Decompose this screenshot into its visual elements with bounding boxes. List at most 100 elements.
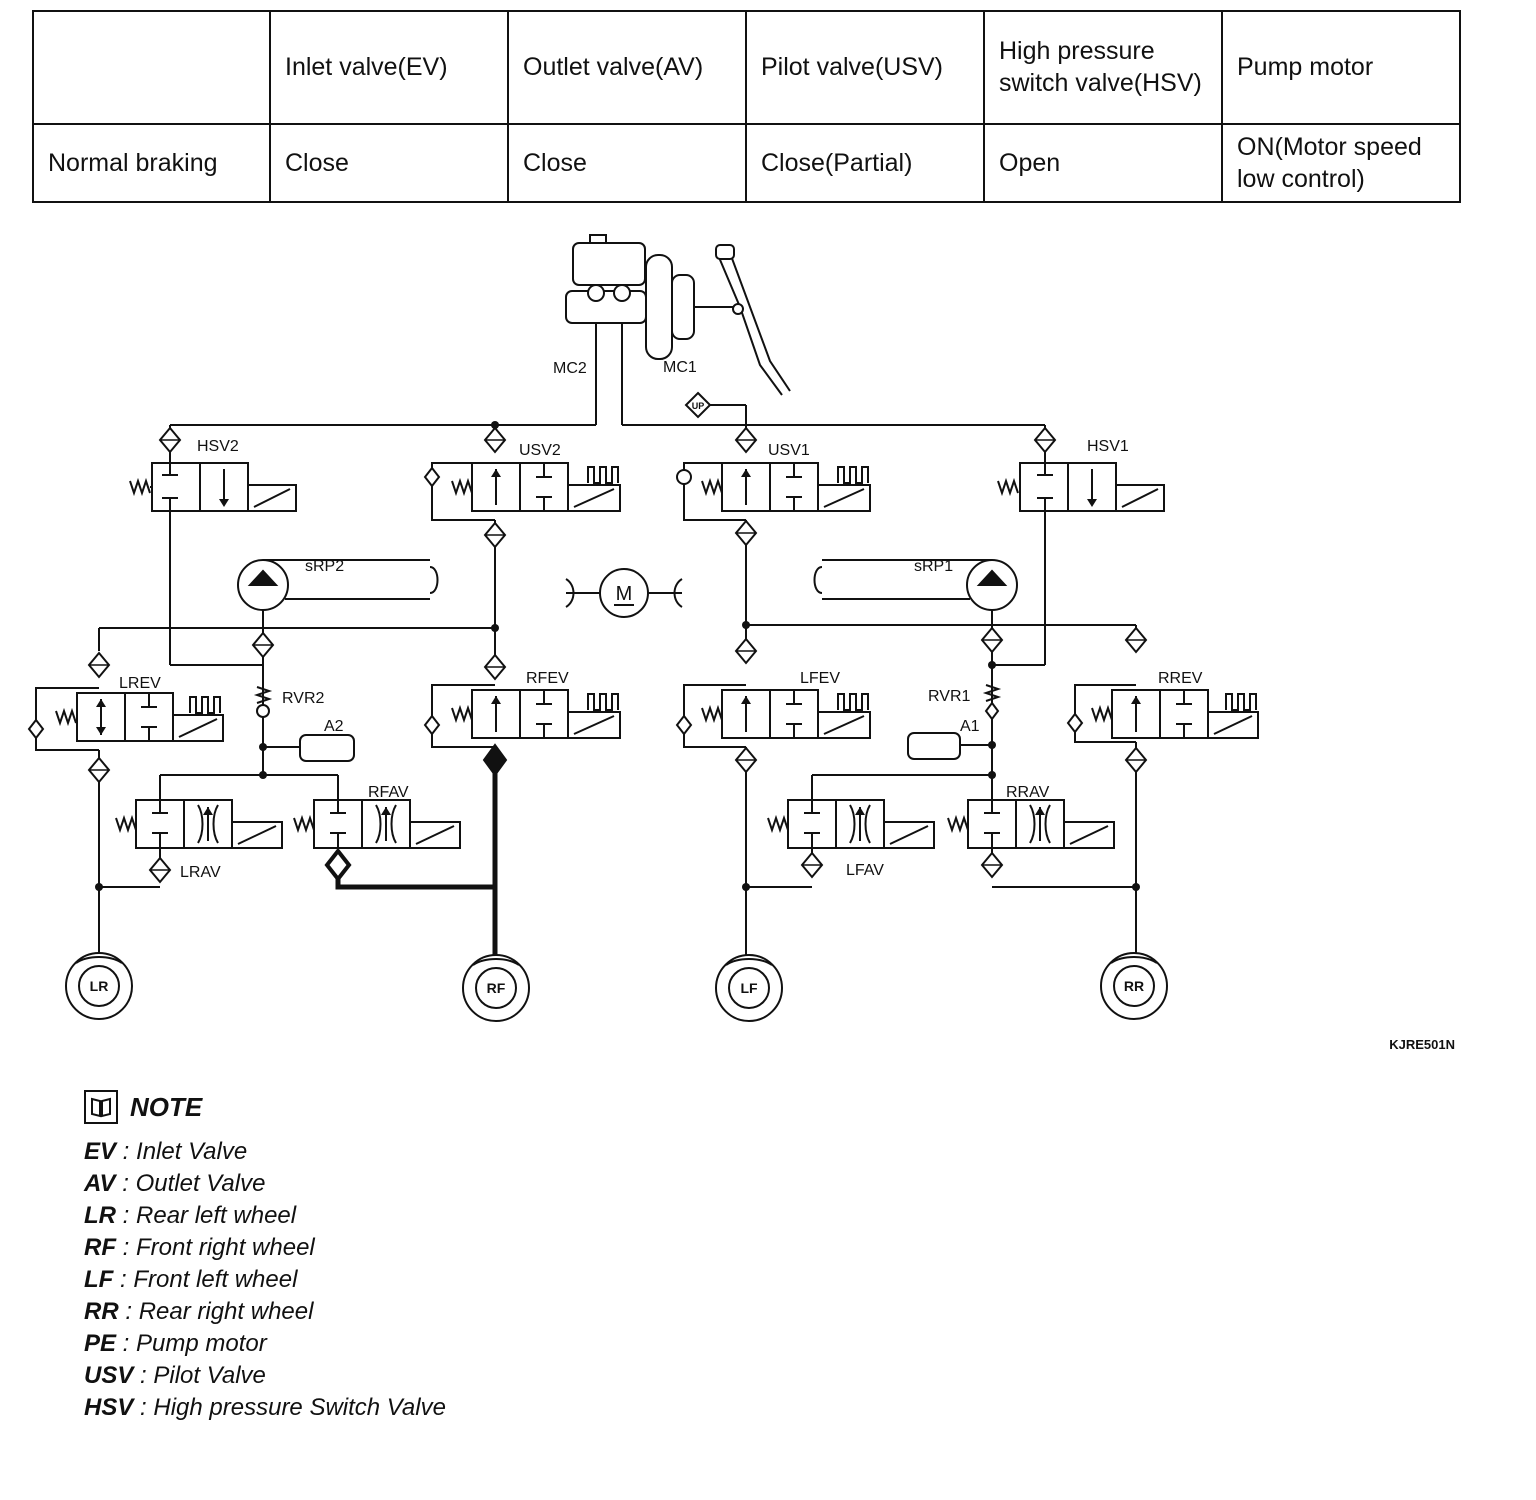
- label-hsv2: HSV2: [197, 438, 239, 455]
- note-separator: :: [133, 1394, 154, 1421]
- note-term: USV: [84, 1362, 134, 1389]
- relief-valve-rvr1: [907, 684, 1002, 760]
- note-desc: Inlet Valve: [136, 1138, 248, 1165]
- figure-code: KJRE501N: [1389, 1037, 1455, 1052]
- label-hsv1: HSV1: [1087, 438, 1129, 455]
- note-desc: High pressure Switch Valve: [153, 1394, 446, 1421]
- label-a1: A1: [960, 718, 980, 735]
- note-desc: Pilot Valve: [153, 1362, 266, 1389]
- pump-srp2: [237, 559, 439, 611]
- wheel-label-rf: RF: [487, 980, 506, 996]
- rf-outlet-check: [482, 743, 508, 777]
- label-usv1: USV1: [768, 442, 810, 459]
- distribution-lines: [98, 610, 1137, 775]
- cell-hsv-state: Open: [983, 122, 1223, 204]
- note-separator: :: [113, 1266, 134, 1293]
- brake-hydraulic-diagram: MC2 MC1 UP HSV2: [28, 234, 1455, 1052]
- label-rrev: RREV: [1158, 670, 1203, 687]
- lrav-valve: [115, 799, 283, 849]
- label-srp1: sRP1: [914, 558, 953, 575]
- rrev-valve: [1067, 684, 1259, 743]
- note-separator: :: [133, 1362, 154, 1389]
- label-mc2: MC2: [553, 360, 587, 377]
- wheel-label-lr: LR: [90, 978, 109, 994]
- wheel-rr: RR: [1100, 952, 1168, 1020]
- note-desc: Front right wheel: [136, 1234, 315, 1261]
- book-icon: [84, 1090, 118, 1124]
- cell-outlet-valve-state: Close: [507, 122, 747, 204]
- note-item: LR : Rear left wheel: [84, 1200, 446, 1232]
- table-header-row: Inlet valve(EV) Outlet valve(AV) Pilot v…: [32, 10, 1461, 125]
- header-cell-high-pressure-switch-valve: High pressure switch valve(HSV): [983, 10, 1223, 125]
- cell-mode: Normal braking: [32, 122, 271, 204]
- hsv2-valve: [129, 427, 297, 512]
- note-separator: :: [115, 1170, 136, 1197]
- note-separator: :: [116, 1330, 137, 1357]
- note-item: USV : Pilot Valve: [84, 1360, 446, 1392]
- note-separator: :: [116, 1138, 137, 1165]
- note-term: LR: [84, 1202, 116, 1229]
- note-separator: :: [116, 1234, 137, 1261]
- note-term: RR: [84, 1298, 119, 1325]
- brake-pedal: [715, 244, 791, 396]
- wheel-rf: RF: [462, 954, 530, 1022]
- label-lfav: LFAV: [846, 862, 884, 879]
- header-cell-empty: [32, 10, 271, 125]
- svg-text:UP: UP: [692, 401, 705, 411]
- note-item: RR : Rear right wheel: [84, 1296, 446, 1328]
- hsv1-valve: [997, 427, 1165, 512]
- lfev-valve: [676, 684, 871, 748]
- rfav-check: [324, 847, 352, 883]
- note-item: EV : Inlet Valve: [84, 1136, 446, 1168]
- note-header: NOTE: [84, 1090, 446, 1124]
- label-rfev: RFEV: [526, 670, 569, 687]
- table-row: Normal braking Close Close Close(Partial…: [32, 122, 1461, 204]
- note-term: AV: [84, 1170, 116, 1197]
- note-separator: :: [116, 1202, 137, 1229]
- junction-dot: [491, 421, 499, 429]
- av-supply-lines: [159, 774, 993, 800]
- note-term: LF: [84, 1266, 114, 1293]
- label-rrav: RRAV: [1006, 784, 1050, 801]
- header-cell-pump-motor: Pump motor: [1221, 10, 1461, 125]
- wheel-label-lf: LF: [740, 980, 758, 996]
- note-term: PE: [84, 1330, 117, 1357]
- label-lrav: LRAV: [180, 864, 221, 881]
- label-lfev: LFEV: [800, 670, 840, 687]
- wheel-lr: LR: [65, 952, 133, 1020]
- label-motor: M: [616, 583, 633, 605]
- note-item: HSV : High pressure Switch Valve: [84, 1392, 446, 1424]
- label-mc1: MC1: [663, 359, 697, 376]
- usv2-valve: [424, 427, 621, 521]
- rf-active-path: [335, 747, 498, 955]
- header-cell-pilot-valve: Pilot valve(USV): [745, 10, 985, 125]
- note-title: NOTE: [130, 1091, 203, 1122]
- note-desc: Rear left wheel: [136, 1202, 297, 1229]
- note-separator: :: [118, 1298, 139, 1325]
- cell-pilot-valve-state: Close(Partial): [745, 122, 985, 204]
- mid-lines: [169, 511, 1046, 666]
- wheel-label-rr: RR: [1124, 978, 1144, 994]
- relief-valve-rvr2: [253, 686, 355, 762]
- note-item: RF : Front right wheel: [84, 1232, 446, 1264]
- note-term: EV: [84, 1138, 117, 1165]
- cell-inlet-valve-state: Close: [269, 122, 509, 204]
- wheel-lines: [98, 742, 1137, 955]
- wheel-lf: LF: [715, 954, 783, 1022]
- label-a2: A2: [324, 718, 344, 735]
- note-term: HSV: [84, 1394, 134, 1421]
- master-cylinder: [565, 234, 647, 425]
- note-desc: Outlet Valve: [135, 1170, 266, 1197]
- brake-booster: [645, 254, 736, 360]
- rrav-valve: [947, 799, 1115, 849]
- lrev-valve: [28, 687, 224, 751]
- label-rfav: RFAV: [368, 784, 409, 801]
- cell-pump-motor-state: ON(Motor speed low control): [1221, 122, 1461, 204]
- label-usv2: USV2: [519, 442, 561, 459]
- label-lrev: LREV: [119, 675, 161, 692]
- note-item: AV : Outlet Valve: [84, 1168, 446, 1200]
- label-rvr2: RVR2: [282, 690, 324, 707]
- usv1-valve: [676, 427, 871, 521]
- note-desc: Front left wheel: [133, 1266, 298, 1293]
